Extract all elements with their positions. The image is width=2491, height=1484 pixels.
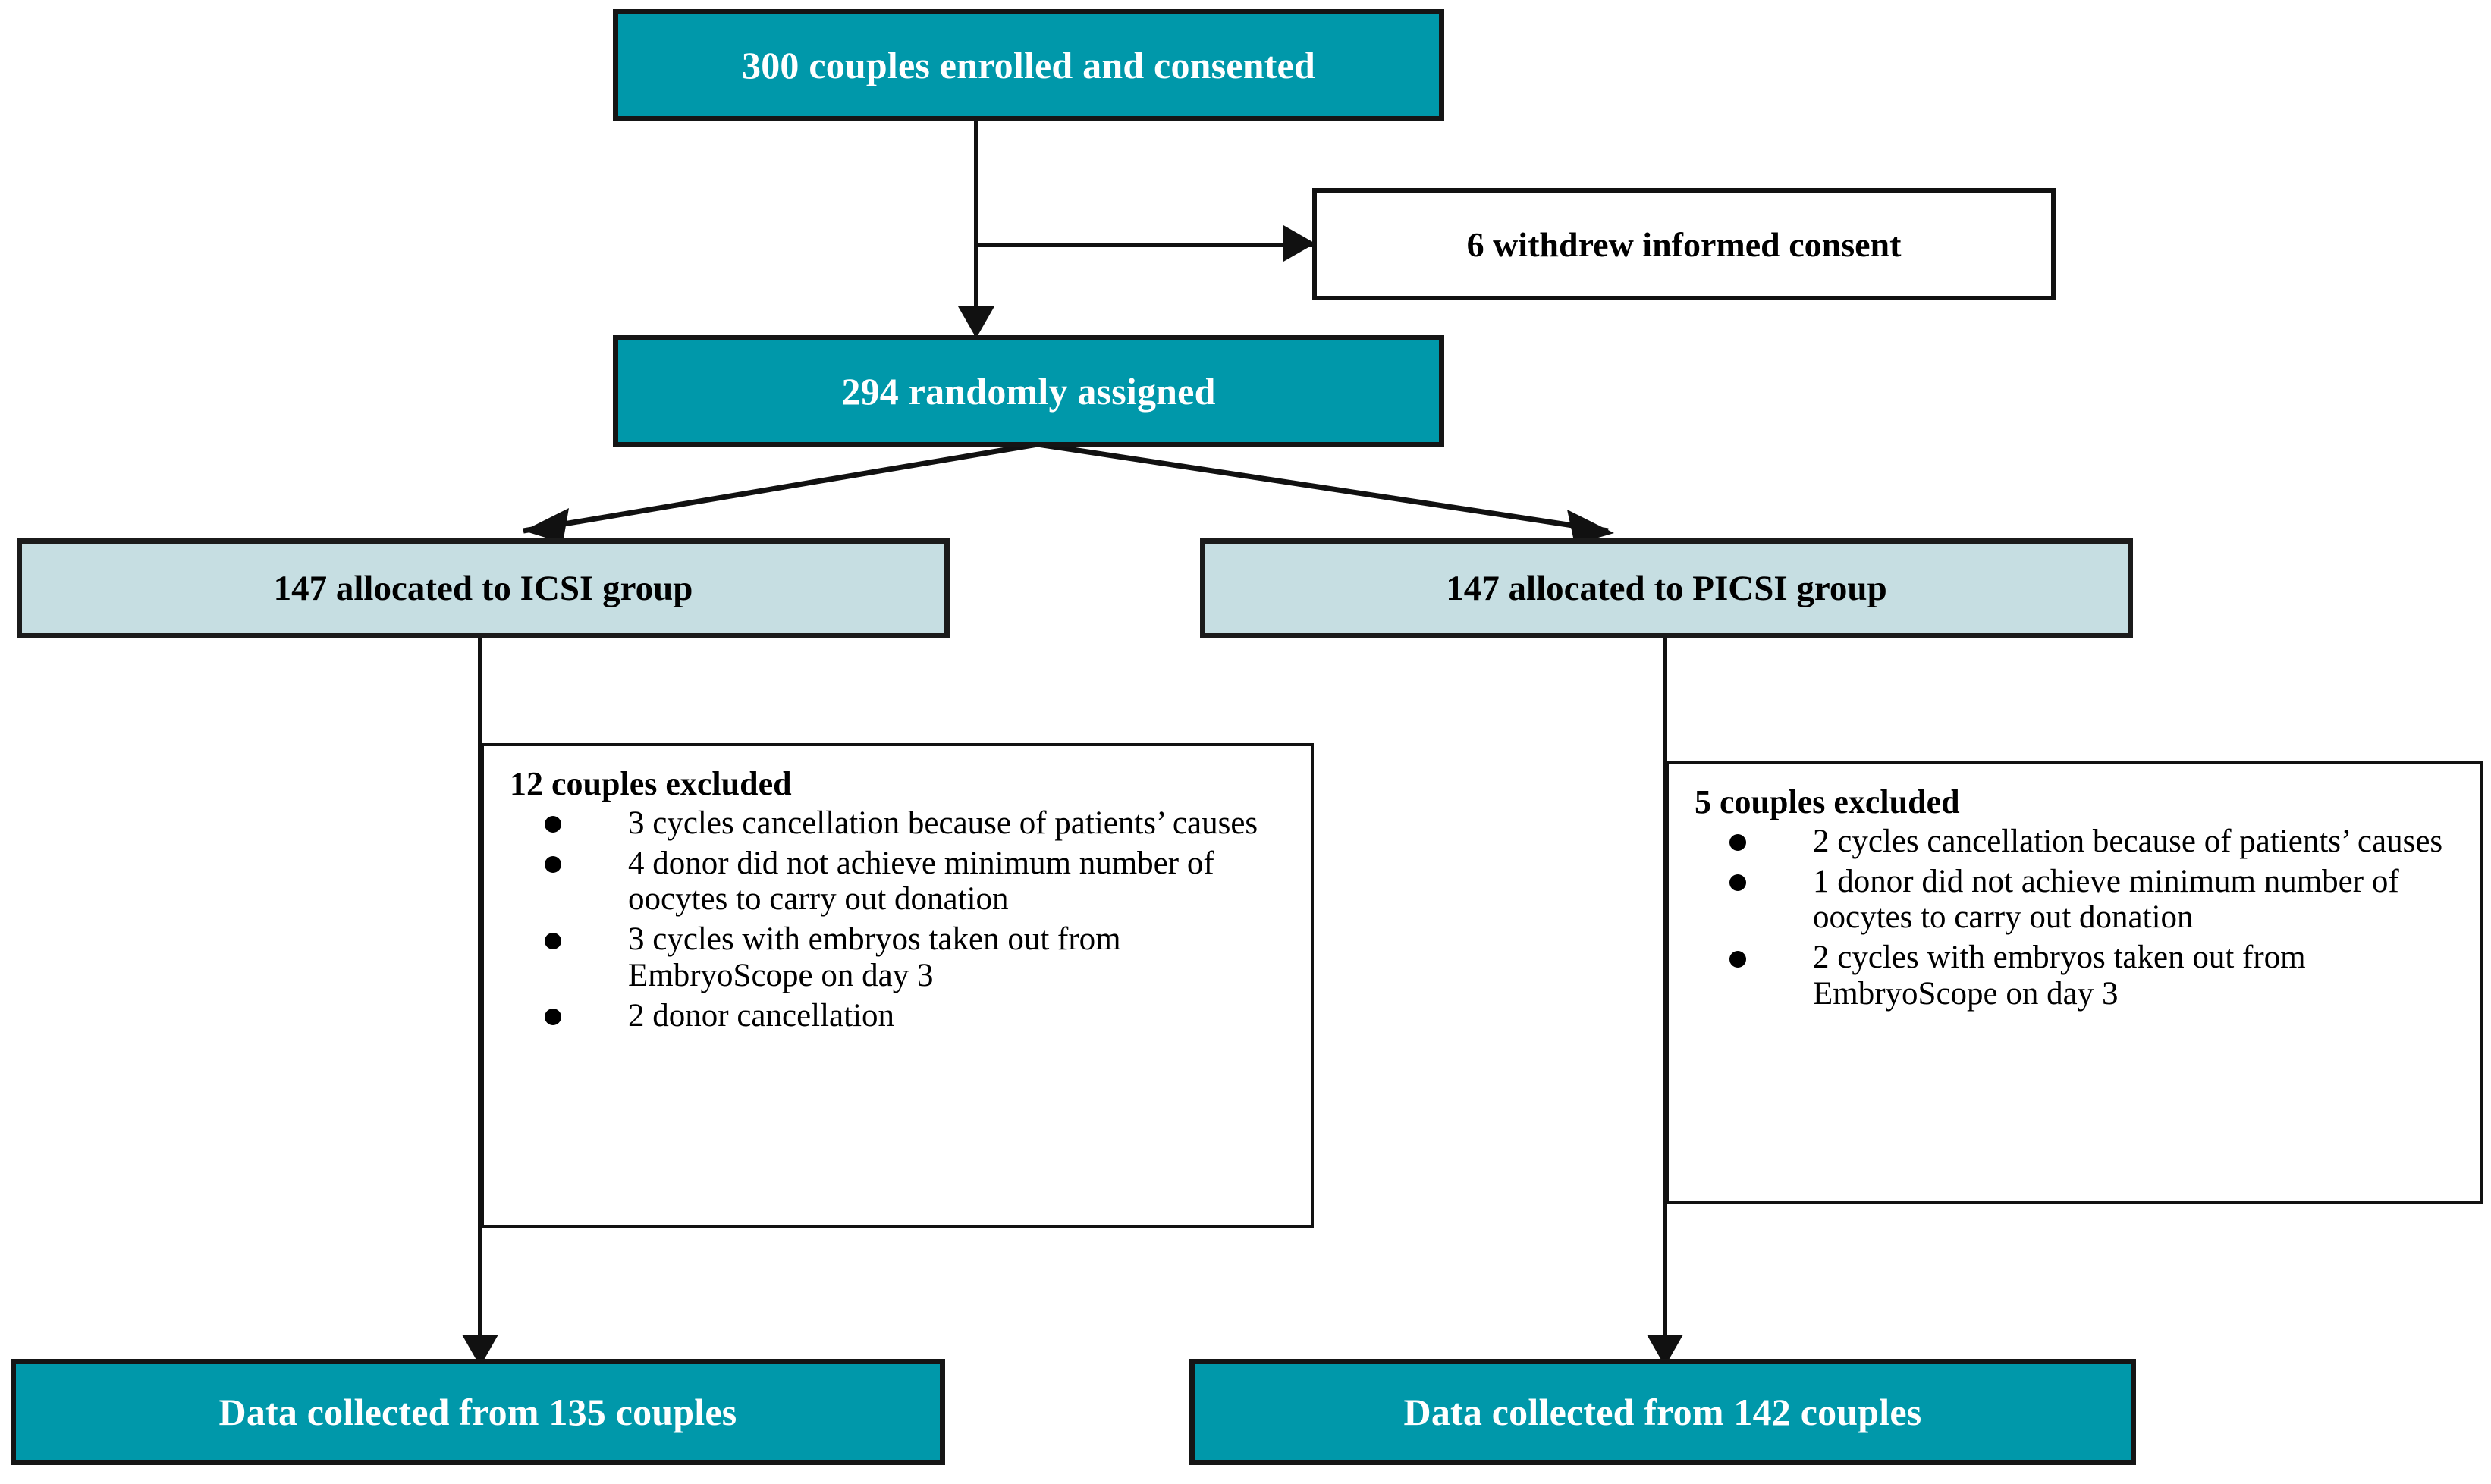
node-enrollment: 300 couples enrolled and consented	[613, 9, 1444, 121]
node-enrollment-label: 300 couples enrolled and consented	[742, 44, 1315, 86]
connector-enrollment-trunk	[974, 121, 978, 341]
node-allocation-picsi: 147 allocated to PICSI group	[1200, 538, 2133, 638]
node-result-picsi: Data collected from 142 couples	[1189, 1359, 2136, 1465]
node-allocation-icsi: 147 allocated to ICSI group	[17, 538, 950, 638]
node-withdrew-consent: 6 withdrew informed consent	[1312, 188, 2056, 300]
list-item-text: 2 donor cancellation	[628, 998, 895, 1034]
node-allocation-picsi-label: 147 allocated to PICSI group	[1446, 569, 1887, 608]
bullet-icon	[1729, 833, 1746, 851]
list-item: 3 cycles with embryos taken out from Emb…	[501, 921, 1296, 993]
list-item: 2 donor cancellation	[501, 998, 1296, 1034]
bullet-icon	[1729, 874, 1746, 891]
list-item-text: 2 cycles cancellation because of patient…	[1813, 823, 2443, 859]
list-item: 2 cycles cancellation because of patient…	[1685, 824, 2465, 859]
list-item-text: 4 donor did not achieve minimum number o…	[628, 845, 1214, 918]
bullet-icon	[1729, 950, 1746, 968]
list-item: 2 cycles with embryos taken out from Emb…	[1685, 940, 2465, 1012]
connector-right-column	[1663, 637, 1667, 1359]
node-withdrew-consent-label: 6 withdrew informed consent	[1466, 224, 1902, 264]
bullet-icon	[545, 932, 561, 949]
bullet-icon	[545, 856, 561, 873]
node-result-icsi-label: Data collected from 135 couples	[218, 1391, 737, 1433]
list-item: 4 donor did not achieve minimum number o…	[501, 846, 1296, 918]
connector-left-column	[478, 637, 482, 1359]
node-result-icsi: Data collected from 135 couples	[11, 1359, 945, 1465]
bullet-icon	[545, 1009, 561, 1026]
list-item-text: 2 cycles with embryos taken out from Emb…	[1813, 940, 2306, 1012]
node-allocation-icsi-label: 147 allocated to ICSI group	[273, 569, 693, 608]
node-excluded-picsi: 5 couples excluded 2 cycles cancellation…	[1666, 761, 2483, 1204]
list-item: 3 cycles cancellation because of patient…	[501, 805, 1296, 841]
list-item: 1 donor did not achieve minimum number o…	[1685, 864, 2465, 936]
connector-to-withdrew	[974, 243, 1315, 247]
arrowhead-to-randomized	[958, 306, 994, 338]
node-randomized: 294 randomly assigned	[613, 335, 1444, 447]
list-item-text: 3 cycles cancellation because of patient…	[628, 805, 1258, 841]
excluded-picsi-list: 2 cycles cancellation because of patient…	[1685, 824, 2465, 1012]
list-item-text: 3 cycles with embryos taken out from Emb…	[628, 921, 1121, 993]
node-excluded-icsi: 12 couples excluded 3 cycles cancellatio…	[481, 743, 1314, 1228]
excluded-picsi-title: 5 couples excluded	[1695, 783, 1960, 820]
arrowhead-to-withdrew	[1283, 225, 1315, 262]
node-result-picsi-label: Data collected from 142 couples	[1403, 1391, 1922, 1433]
excluded-icsi-list: 3 cycles cancellation because of patient…	[501, 805, 1296, 1034]
node-randomized-label: 294 randomly assigned	[841, 370, 1216, 413]
list-item-text: 1 donor did not achieve minimum number o…	[1813, 863, 2399, 936]
bullet-icon	[545, 815, 561, 833]
excluded-icsi-title: 12 couples excluded	[510, 765, 792, 802]
